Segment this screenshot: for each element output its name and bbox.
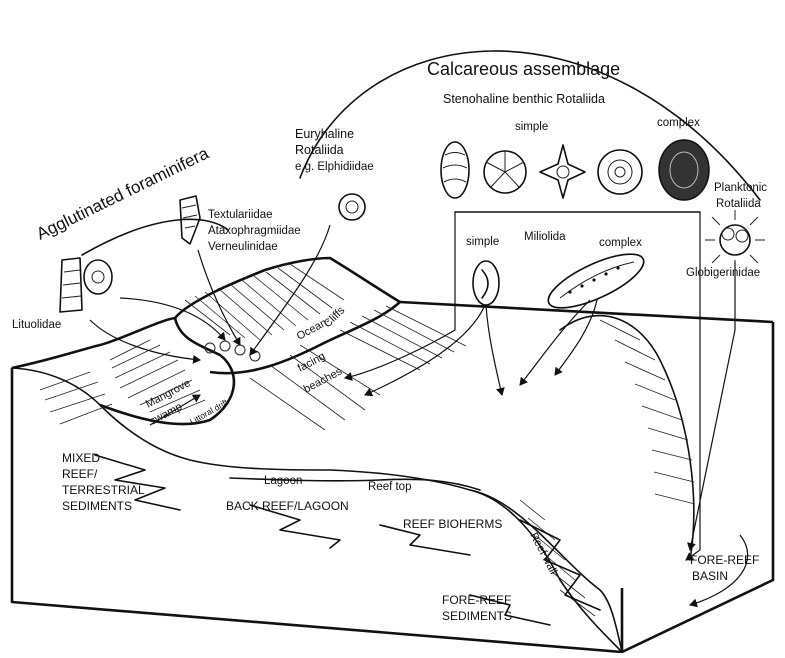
- label-lituolidae: Lituolidae: [12, 319, 61, 331]
- foram-stenohaline-complex: [598, 140, 709, 200]
- label-euryhaline-rotaliida: Rotaliida: [295, 143, 344, 157]
- slope-hatching: [40, 264, 695, 616]
- label-euryhaline: Euryhaline: [295, 127, 354, 141]
- label-miliolida: Miliolida: [524, 231, 566, 243]
- label-reef-slash: REEF/: [62, 467, 98, 481]
- label-fore-reef-basin: FORE-REEF: [690, 553, 759, 567]
- foram-lituolidae: [60, 258, 112, 312]
- label-complex-top: complex: [657, 117, 700, 129]
- label-globigerinidae: Globigerinidae: [686, 267, 760, 279]
- label-mixed: MIXED: [62, 451, 100, 465]
- label-reef-top: Reef top: [368, 481, 411, 493]
- stenohaline-right-drop: [686, 212, 700, 560]
- label-planktonic-rotaliida: Rotaliida: [716, 198, 761, 210]
- block-diagram: [12, 258, 773, 652]
- label-calcareous-assemblage: Calcareous assemblage: [427, 59, 620, 79]
- label-simple-top: simple: [515, 121, 548, 133]
- label-agglutinated-foraminifera: Agglutinated foraminifera: [33, 143, 212, 243]
- label-euryhaline-example: e.g. Elphidiidae: [295, 161, 374, 173]
- label-sediments-fore: SEDIMENTS: [442, 609, 512, 623]
- stenohaline-left-drop: [345, 212, 455, 378]
- arrows: [90, 225, 748, 605]
- label-complex-mid: complex: [599, 237, 642, 249]
- label-verneulinidae: Verneulinidae: [208, 241, 278, 253]
- label-stenohaline: Stenohaline benthic Rotaliida: [443, 92, 605, 106]
- label-sediments-mixed: SEDIMENTS: [62, 499, 132, 513]
- block-back-edge: [400, 302, 773, 322]
- label-simple-mid: simple: [466, 236, 499, 248]
- label-back-reef-lagoon: BACK REEF/LAGOON: [226, 499, 349, 513]
- label-terrestrial: TERRESTRIAL: [62, 483, 145, 497]
- label-ocean-facing: Ocean-: [295, 315, 333, 343]
- reef-slope-ridge: [560, 316, 694, 560]
- foram-miliolida-simple: [473, 261, 499, 305]
- foram-miliolida-complex: [542, 244, 651, 319]
- foram-globigerinidae: [705, 210, 765, 270]
- label-reef-bioherms: REEF BIOHERMS: [403, 517, 502, 531]
- foram-euryhaline: [339, 194, 365, 220]
- label-ataxophragmiidae: Ataxophragmiidae: [208, 225, 301, 237]
- label-lagoon: Lagoon: [264, 475, 302, 487]
- label-planktonic: Planktonic: [714, 182, 767, 194]
- foram-stenohaline-simple: [441, 142, 585, 198]
- label-basin: BASIN: [692, 569, 728, 583]
- label-fore-reef-sediments: FORE-REEF: [442, 593, 511, 607]
- agglutinated-arc: [82, 219, 228, 255]
- label-littoral-drift: Littoral drift: [188, 397, 230, 427]
- label-textulariidae: Textulariidae: [208, 209, 273, 221]
